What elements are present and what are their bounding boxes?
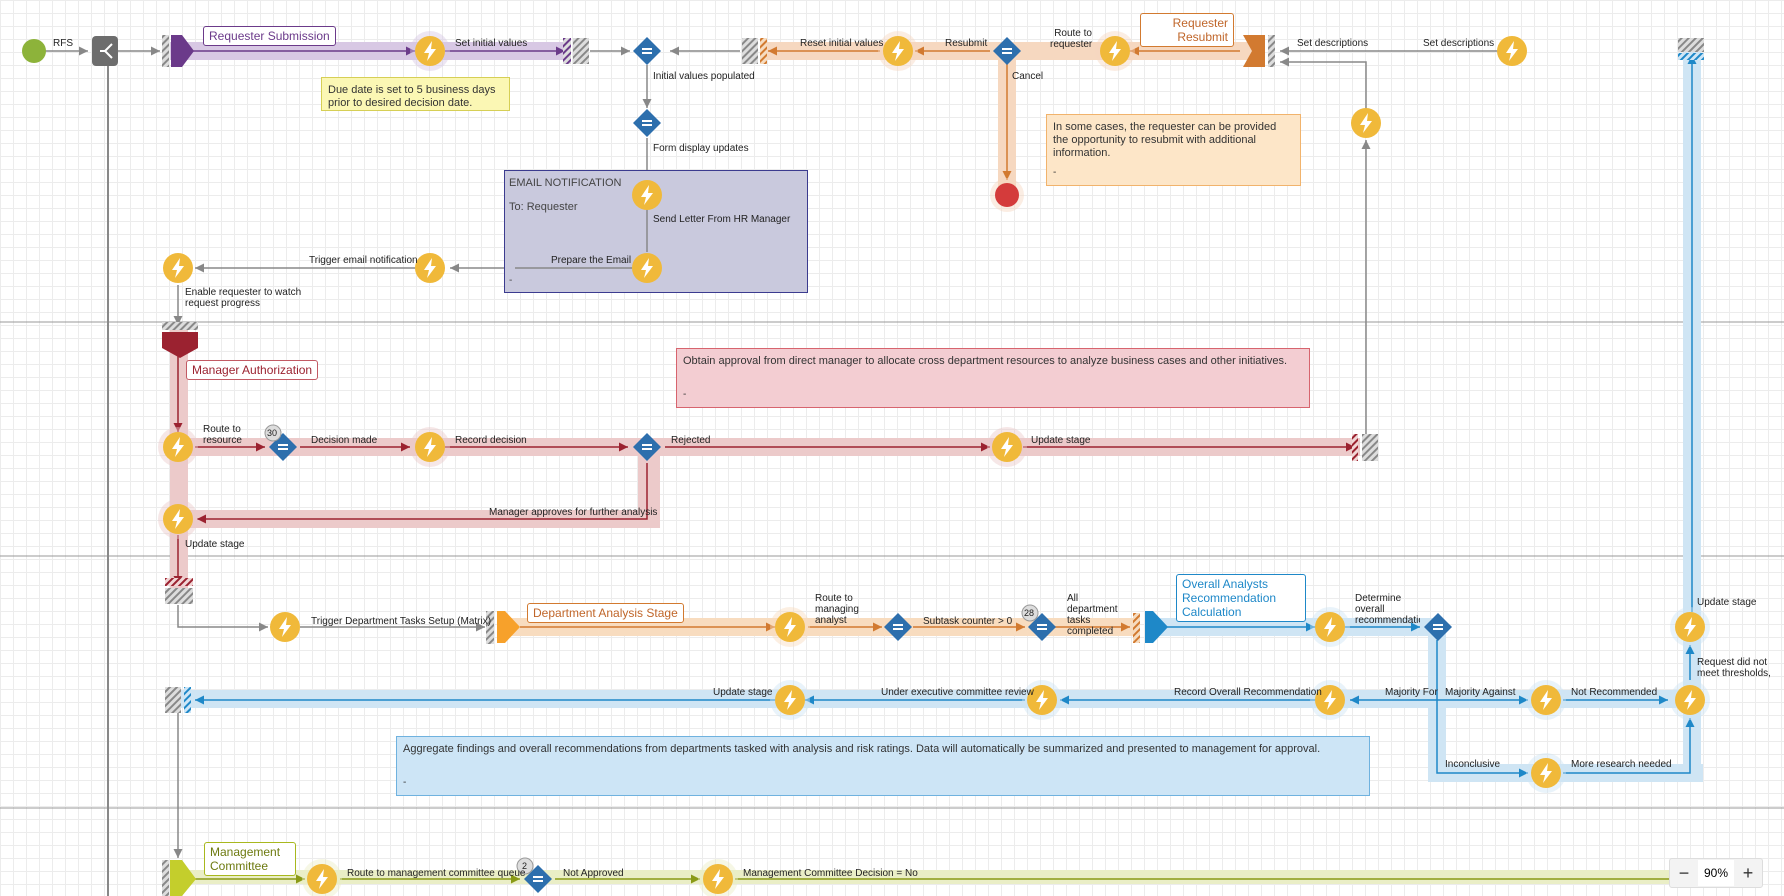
stage-overall-analysts[interactable]: Overall Analysts Recommendation Calculat… <box>1176 574 1306 622</box>
email-title: EMAIL NOTIFICATION <box>509 177 622 189</box>
label-set-descriptions-2: Set descriptions <box>1423 38 1495 49</box>
note-aggregate: Aggregate findings and overall recommend… <box>396 736 1370 796</box>
note-obtain-approval: Obtain approval from direct manager to a… <box>676 348 1310 408</box>
zoom-out-button[interactable]: − <box>1678 862 1690 883</box>
badge-count-30: 30 <box>267 428 278 438</box>
label-more-research: More research needed <box>1571 759 1672 770</box>
stage-department-analysis[interactable]: Department Analysis Stage <box>527 603 684 623</box>
label-set-descriptions-1: Set descriptions <box>1297 38 1369 49</box>
label-determine-overall: Determine overall recommendation <box>1355 593 1420 626</box>
end-event-cancel <box>995 183 1019 207</box>
label-all-dept-tasks: All department tasks completed <box>1067 593 1118 637</box>
email-dash: - <box>509 275 513 286</box>
label-rejected: Rejected <box>671 435 711 446</box>
label-inconclusive: Inconclusive <box>1445 759 1501 770</box>
label-decision-made: Decision made <box>311 435 378 446</box>
label-initial-values-populated: Initial values populated <box>653 71 755 82</box>
label-majority-for: Majority For <box>1385 687 1438 698</box>
badge-count-28: 28 <box>1024 608 1035 618</box>
zoom-in-button[interactable]: + <box>1742 862 1754 883</box>
label-trigger-email: Trigger email notification <box>309 255 418 266</box>
stage-manager-authorization[interactable]: Manager Authorization <box>186 360 319 380</box>
label-route-to-requester: Route to requester <box>1050 28 1093 50</box>
email-recipient: To: Requester <box>509 201 578 213</box>
start-event <box>22 39 46 63</box>
label-resubmit: Resubmit <box>945 38 988 49</box>
label-record-overall: Record Overall Recommendation <box>1174 687 1322 698</box>
label-update-stage-1: Update stage <box>1031 435 1091 446</box>
label-under-exec-review: Under executive committee review <box>881 687 1034 698</box>
label-reset-initial-values: Reset initial values <box>800 38 884 49</box>
label-enable-requester: Enable requester to watch request progre… <box>185 287 302 309</box>
label-not-approved: Not Approved <box>563 868 624 879</box>
label-subtask-counter: Subtask counter > 0 <box>923 616 1013 627</box>
label-set-initial-values: Set initial values <box>455 38 528 49</box>
stage-requester-resubmit[interactable]: Requester Resubmit <box>1140 13 1234 47</box>
label-rfs: RFS <box>53 38 73 49</box>
label-update-stage-3: Update stage <box>1697 597 1757 608</box>
note-resubmit: In some cases, the requester can be prov… <box>1046 114 1301 186</box>
label-update-stage-4: Update stage <box>713 687 773 698</box>
label-send-letter: Send Letter From HR Manager <box>653 214 791 225</box>
label-cancel: Cancel <box>1012 71 1044 82</box>
badge-count-2: 2 <box>522 861 528 871</box>
label-request-did-not-meet: Request did not meet thresholds, analyst… <box>1697 657 1771 679</box>
label-majority-against: Majority Against <box>1445 687 1516 698</box>
label-route-to-managing: Route to managing analyst <box>815 593 859 626</box>
note-due-date: Due date is set to 5 business days prior… <box>321 77 510 111</box>
label-record-decision: Record decision <box>455 435 527 446</box>
stage-requester-submission[interactable]: Requester Submission <box>203 26 336 46</box>
label-route-to-resource: Route to resource <box>203 424 242 446</box>
label-prepare-email: Prepare the Email <box>551 255 632 266</box>
zoom-control: − 90% + <box>1669 858 1763 888</box>
label-form-display-updates: Form display updates <box>653 143 749 154</box>
email-notification-box[interactable]: EMAIL NOTIFICATION To: Requester - <box>504 170 808 293</box>
label-manager-approves: Manager approves for further analysis <box>489 507 658 518</box>
label-update-stage-2: Update stage <box>185 539 245 550</box>
zoom-level: 90% <box>1698 860 1734 886</box>
label-trigger-dept-tasks: Trigger Department Tasks Setup (Matrix) <box>311 616 492 627</box>
label-route-to-mgmt-queue: Route to management committee queue <box>347 868 526 879</box>
stage-management-committee[interactable]: Management Committee <box>204 842 296 876</box>
label-mgmt-decision-no: Management Committee Decision = No <box>743 868 918 879</box>
label-not-recommended: Not Recommended <box>1571 687 1658 698</box>
